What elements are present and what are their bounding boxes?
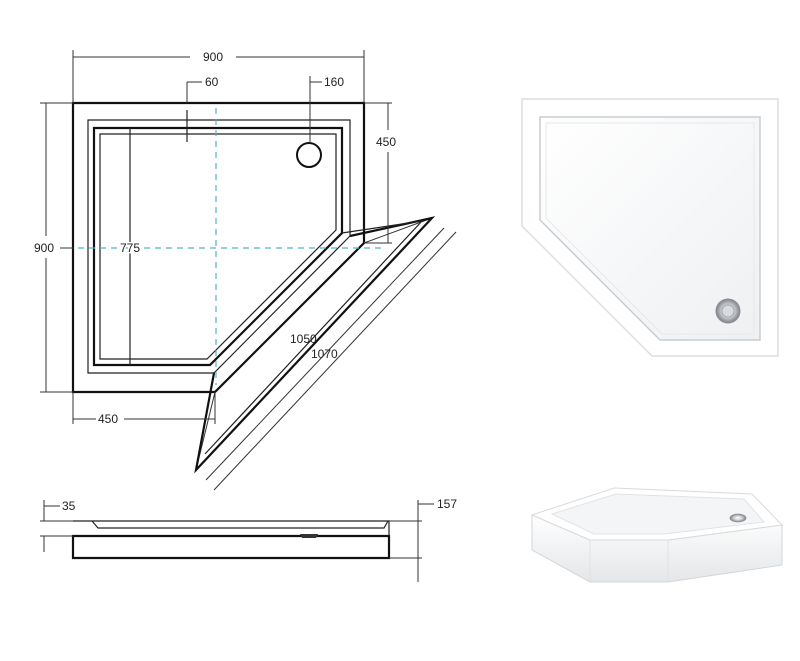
dim-line-1050 (205, 227, 445, 481)
diagonal-wall-outer (194, 216, 436, 474)
dim-drain-offset: 160 (324, 75, 344, 89)
diagonal-wall-inner (204, 220, 424, 455)
dim-total-height: 157 (437, 497, 457, 511)
dim-tray-height: 35 (62, 499, 76, 513)
side-basin (91, 520, 389, 529)
dim-inset-top: 60 (205, 75, 219, 89)
photo-top-basin (539, 116, 761, 341)
photo-persp-drain-icon (729, 513, 747, 523)
photo-persp-basin (550, 493, 765, 535)
tray-basin-inner (99, 133, 337, 360)
dim-overall-depth: 900 (34, 241, 54, 255)
product-photo-perspective (530, 487, 784, 583)
tray-rim (87, 119, 351, 374)
product-photo-top (521, 98, 779, 357)
tray-basin (92, 126, 344, 367)
dim-diagonal-outer: 1070 (311, 347, 338, 361)
dim-inner-depth: 775 (120, 241, 140, 255)
dim-overall-width: 900 (203, 50, 223, 64)
side-view: 35 157 (40, 497, 457, 582)
photo-drain-core (721, 304, 735, 318)
photo-top-basin-edge (545, 122, 755, 335)
side-profile (71, 534, 391, 560)
side-drain-icon (300, 534, 318, 538)
dim-right-side: 450 (376, 135, 396, 149)
dim-line-1070 (213, 231, 457, 491)
drain-icon (296, 142, 322, 168)
tray-outline-outer (71, 101, 366, 394)
dim-diagonal-inner: 1050 (290, 332, 317, 346)
plan-view: 900 60 160 450 900 775 450 1050 (34, 50, 457, 491)
dim-bottom-side: 450 (98, 412, 118, 426)
